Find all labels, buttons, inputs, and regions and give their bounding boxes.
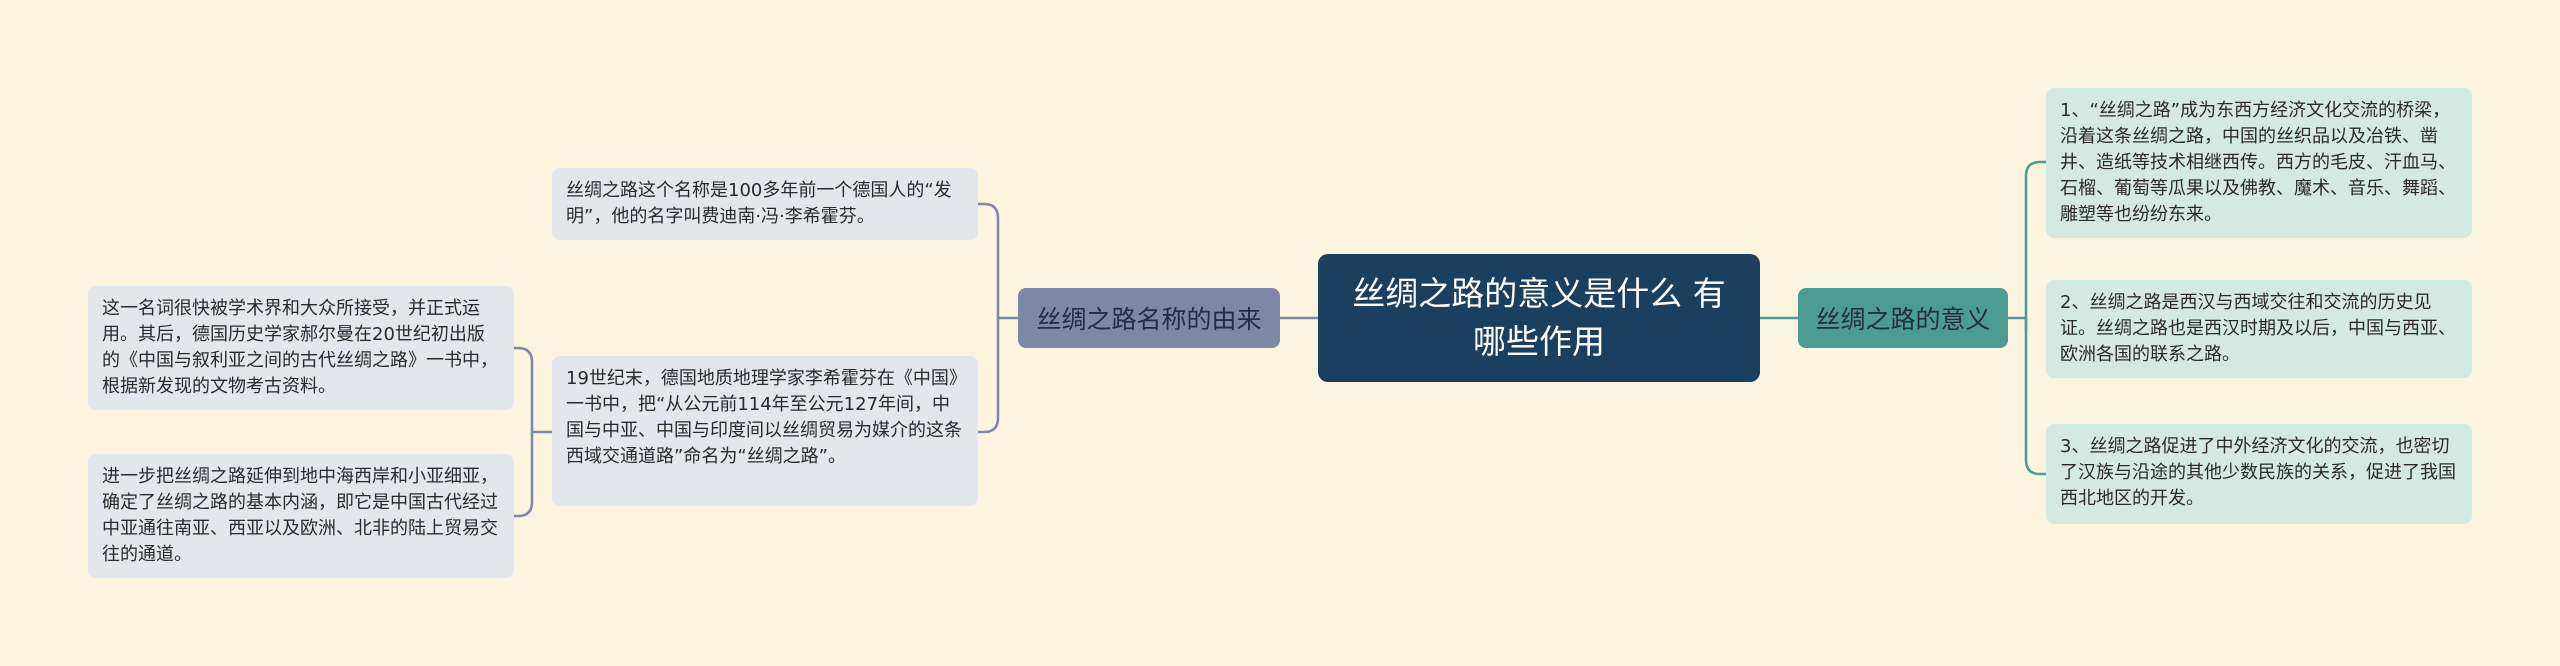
root-topic-text: 丝绸之路的意义是什么 有哪些作用 [1352, 274, 1726, 361]
branch-name-origin-label: 丝绸之路名称的由来 [1036, 305, 1262, 334]
leaf-accepted-text: 这一名词很快被学术界和大众所接受，并正式运用。其后，德国历史学家郝尔曼在20世纪… [102, 298, 498, 397]
branch-name-origin[interactable]: 丝绸之路名称的由来 [1018, 288, 1280, 348]
link-right-bridge [2008, 160, 2046, 320]
leaf-development-text: 3、丝绸之路促进了中外经济文化的交流，也密切了汉族与沿途的其他少数民族的关系，促… [2060, 436, 2456, 509]
leaf-witness-text: 2、丝绸之路是西汉与西域交往和交流的历史见证。丝绸之路也是西汉时期及以后，中国与… [2060, 292, 2456, 365]
root-topic[interactable]: 丝绸之路的意义是什么 有哪些作用 [1318, 254, 1760, 382]
link-richthofen-accepted [514, 346, 552, 434]
leaf-bridge-text: 1、“丝绸之路”成为东西方经济文化交流的桥梁，沿着这条丝绸之路，中国的丝织品以及… [2060, 100, 2456, 225]
leaf-development[interactable]: 3、丝绸之路促进了中外经济文化的交流，也密切了汉族与沿途的其他少数民族的关系，促… [2046, 424, 2472, 524]
leaf-bridge[interactable]: 1、“丝绸之路”成为东西方经济文化交流的桥梁，沿着这条丝绸之路，中国的丝织品以及… [2046, 88, 2472, 238]
leaf-extended[interactable]: 进一步把丝绸之路延伸到地中海西岸和小亚细亚，确定了丝绸之路的基本内涵，即它是中国… [88, 454, 514, 578]
link-left-name-origin [978, 202, 1018, 320]
leaf-richthofen-text: 19世纪末，德国地质地理学家李希霍芬在《中国》一书中，把“从公元前114年至公元… [566, 368, 962, 467]
leaf-extended-text: 进一步把丝绸之路延伸到地中海西岸和小亚细亚，确定了丝绸之路的基本内涵，即它是中国… [102, 466, 498, 565]
leaf-witness[interactable]: 2、丝绸之路是西汉与西域交往和交流的历史见证。丝绸之路也是西汉时期及以后，中国与… [2046, 280, 2472, 378]
branch-significance[interactable]: 丝绸之路的意义 [1798, 288, 2008, 348]
link-right-development [2024, 318, 2046, 476]
leaf-name-origin[interactable]: 丝绸之路这个名称是100多年前一个德国人的“发明”，他的名字叫费迪南·冯·李希霍… [552, 168, 978, 240]
link-left-richthofen [978, 318, 1000, 434]
branch-significance-label: 丝绸之路的意义 [1815, 305, 1991, 334]
leaf-richthofen[interactable]: 19世纪末，德国地质地理学家李希霍芬在《中国》一书中，把“从公元前114年至公元… [552, 356, 978, 506]
link-richthofen-extended [514, 432, 534, 518]
leaf-name-origin-text: 丝绸之路这个名称是100多年前一个德国人的“发明”，他的名字叫费迪南·冯·李希霍… [566, 180, 952, 227]
leaf-accepted[interactable]: 这一名词很快被学术界和大众所接受，并正式运用。其后，德国历史学家郝尔曼在20世纪… [88, 286, 514, 410]
